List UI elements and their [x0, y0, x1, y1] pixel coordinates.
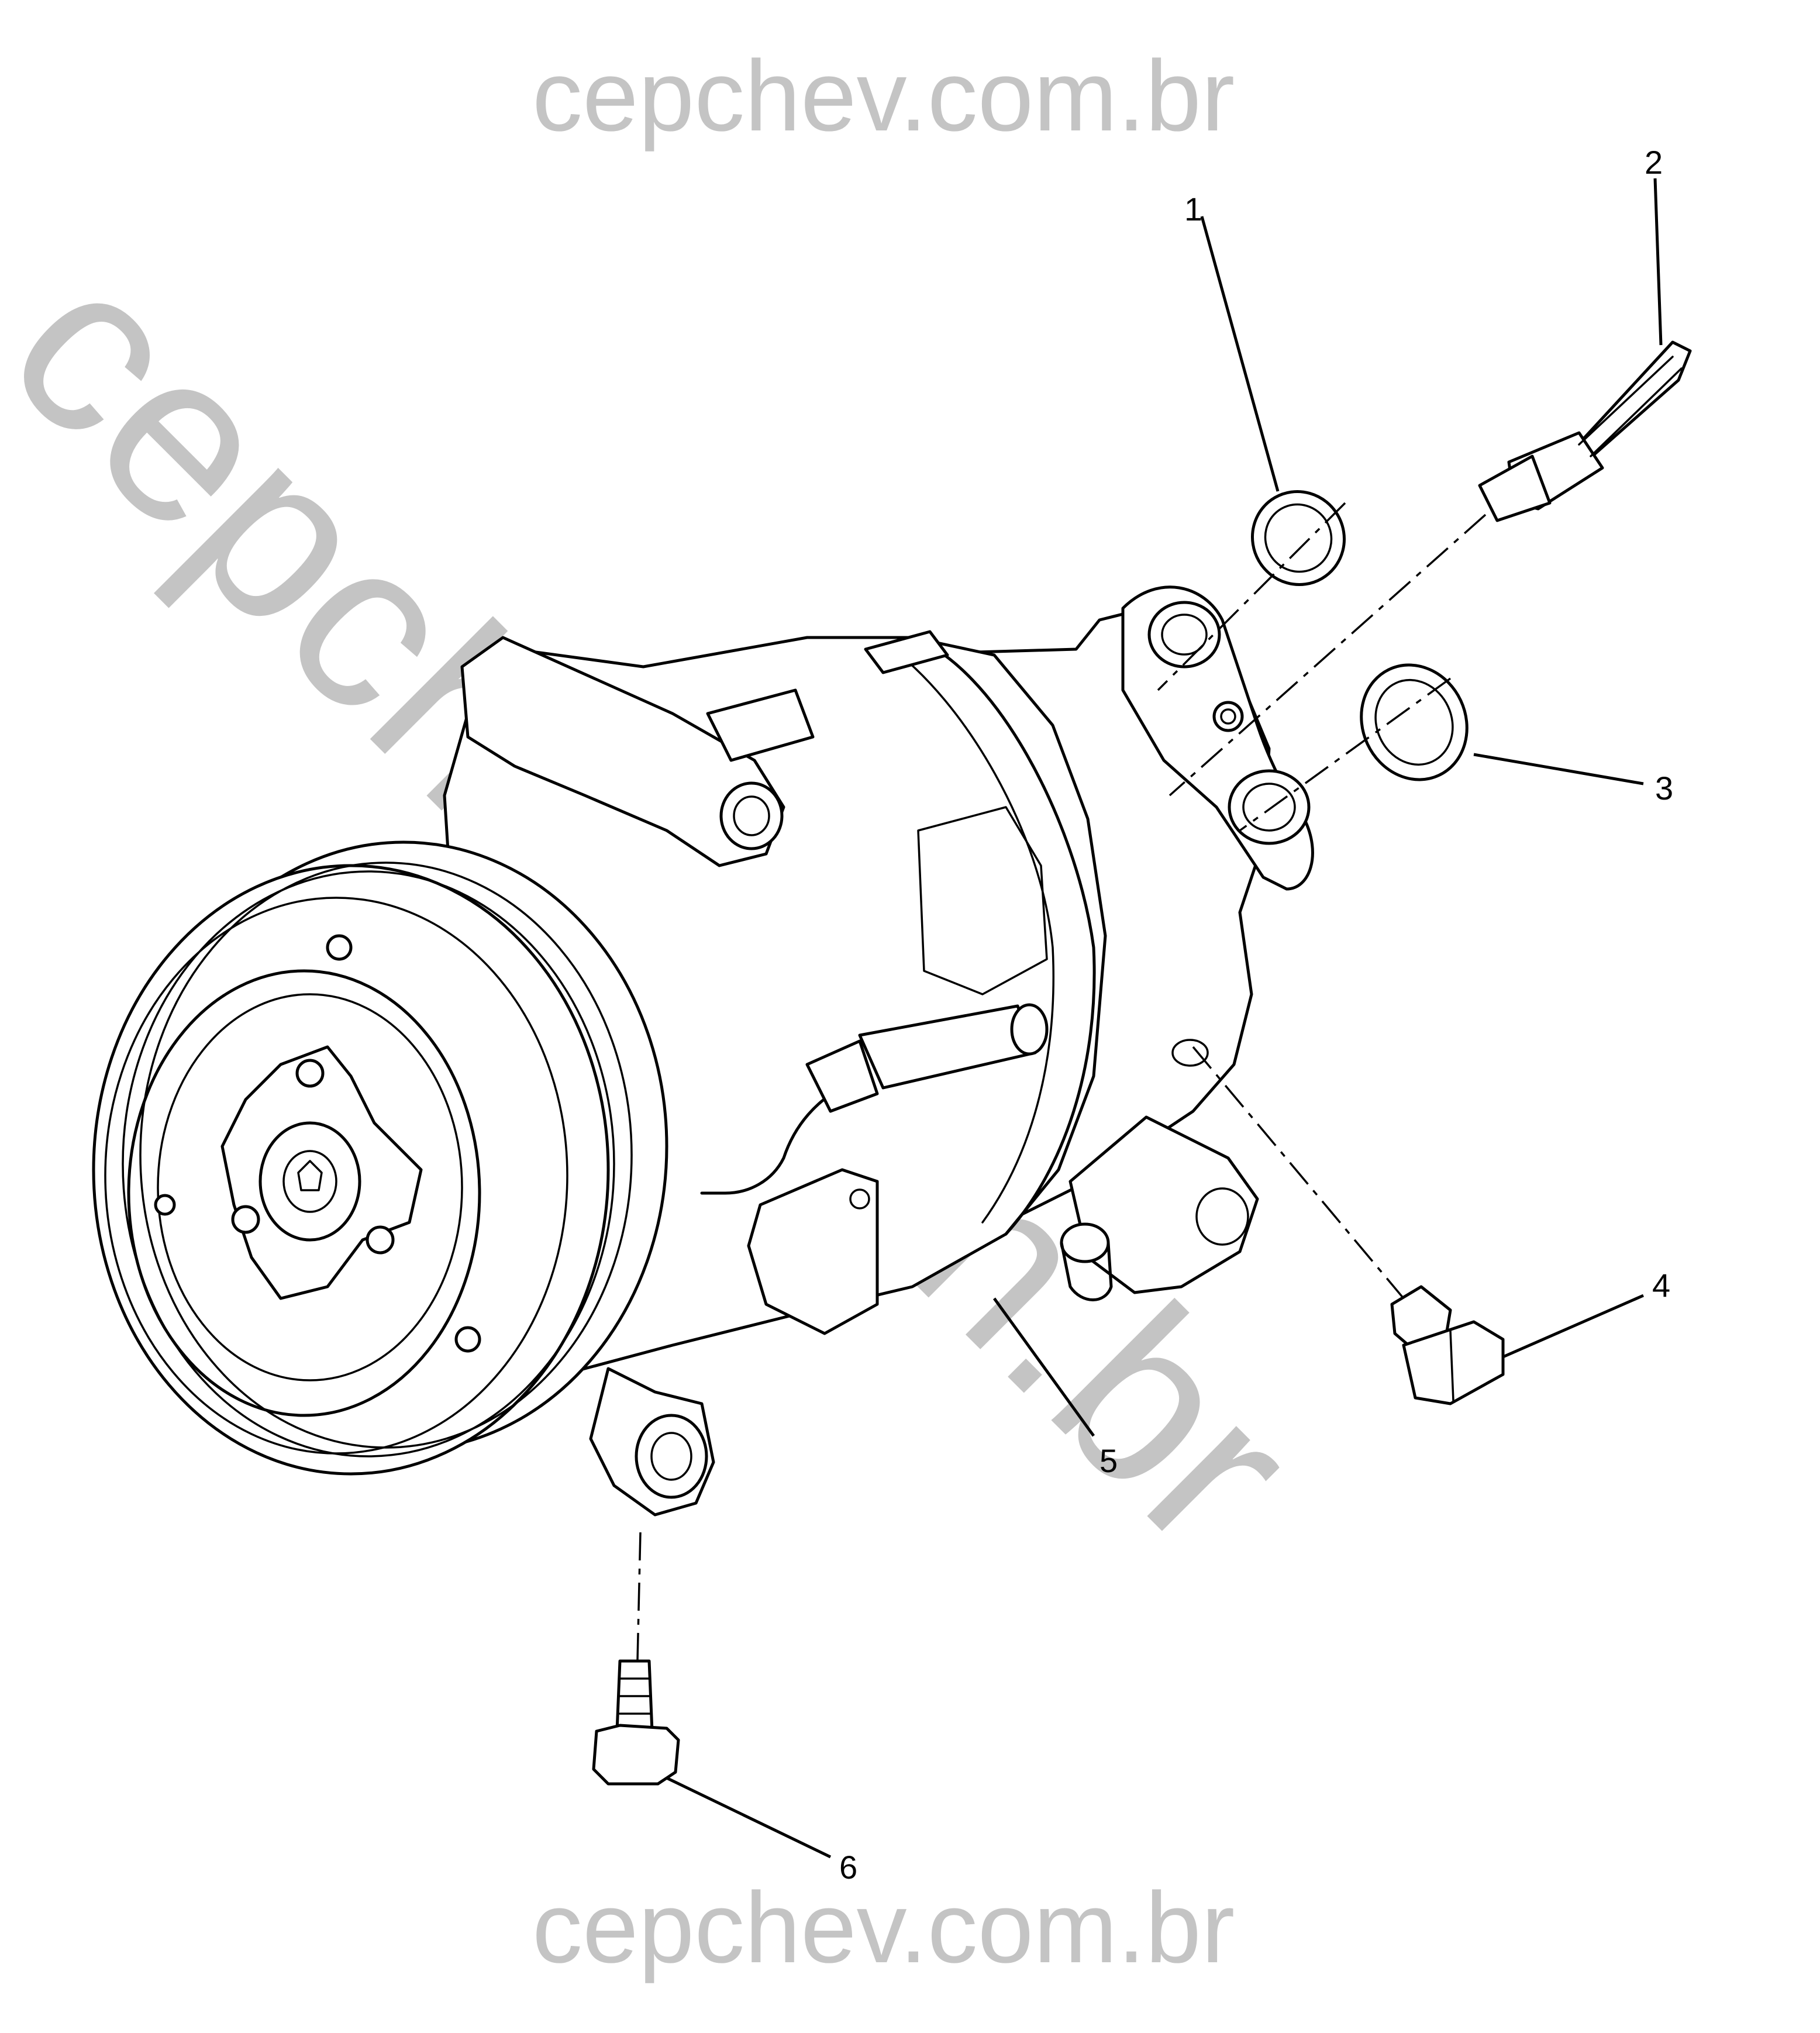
callout-6: 6 — [839, 1849, 858, 1886]
callout-4: 4 — [1652, 1267, 1671, 1304]
stud-bolt — [1478, 340, 1692, 522]
center-lines — [636, 502, 1487, 1662]
seal-washer-1 — [1250, 490, 1346, 587]
leader-lines — [666, 178, 1663, 1859]
callout-3: 3 — [1655, 770, 1674, 807]
watermark-top: cepchev.com.br — [532, 40, 1235, 152]
mounting-bolt — [592, 1659, 680, 1786]
seal-washer-3 — [1360, 663, 1469, 781]
plug-valve — [1390, 1285, 1505, 1405]
pulley-clutch — [92, 840, 668, 1476]
callout-1: 1 — [1184, 191, 1203, 228]
watermark-bottom: cepchev.com.br — [532, 1872, 1235, 1984]
callout-2: 2 — [1645, 144, 1663, 181]
callout-5: 5 — [1099, 1442, 1118, 1479]
